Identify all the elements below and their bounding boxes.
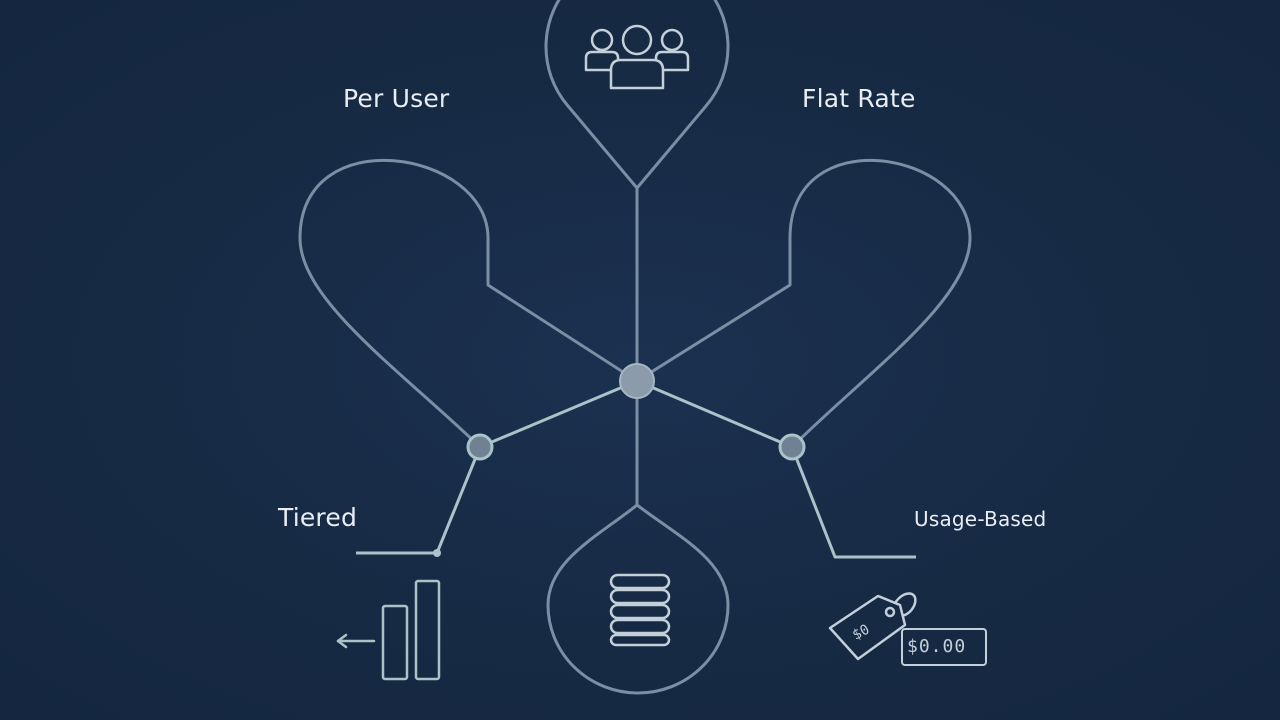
svg-text:$0: $0 <box>850 622 872 644</box>
right-loop-outline <box>636 158 972 449</box>
bar-chart-arrow-icon <box>336 579 441 681</box>
left-loop-outline <box>298 158 638 449</box>
per-user-label: Per User <box>343 84 450 113</box>
tiered-end-dot <box>433 549 441 557</box>
connector-tiered <box>356 446 482 555</box>
tiered-label: Tiered <box>278 503 358 532</box>
connector-usage <box>790 446 916 559</box>
center-node <box>619 363 655 399</box>
flat-rate-label: Flat Rate <box>802 84 916 113</box>
connector-center-left <box>479 379 638 449</box>
usage-price-text: $0.00 <box>907 636 967 657</box>
price-tag-icon: $0 <box>828 592 917 661</box>
price-box <box>901 628 987 666</box>
bottom-bulb-outline <box>546 503 730 695</box>
database-stack-icon <box>609 573 671 647</box>
connector-center-right <box>636 379 793 449</box>
usage-based-label: Usage-Based <box>914 507 1047 531</box>
users-group-icon <box>584 24 690 90</box>
right-node <box>778 433 806 461</box>
top-pin-outline <box>544 0 730 190</box>
left-node <box>466 433 494 461</box>
